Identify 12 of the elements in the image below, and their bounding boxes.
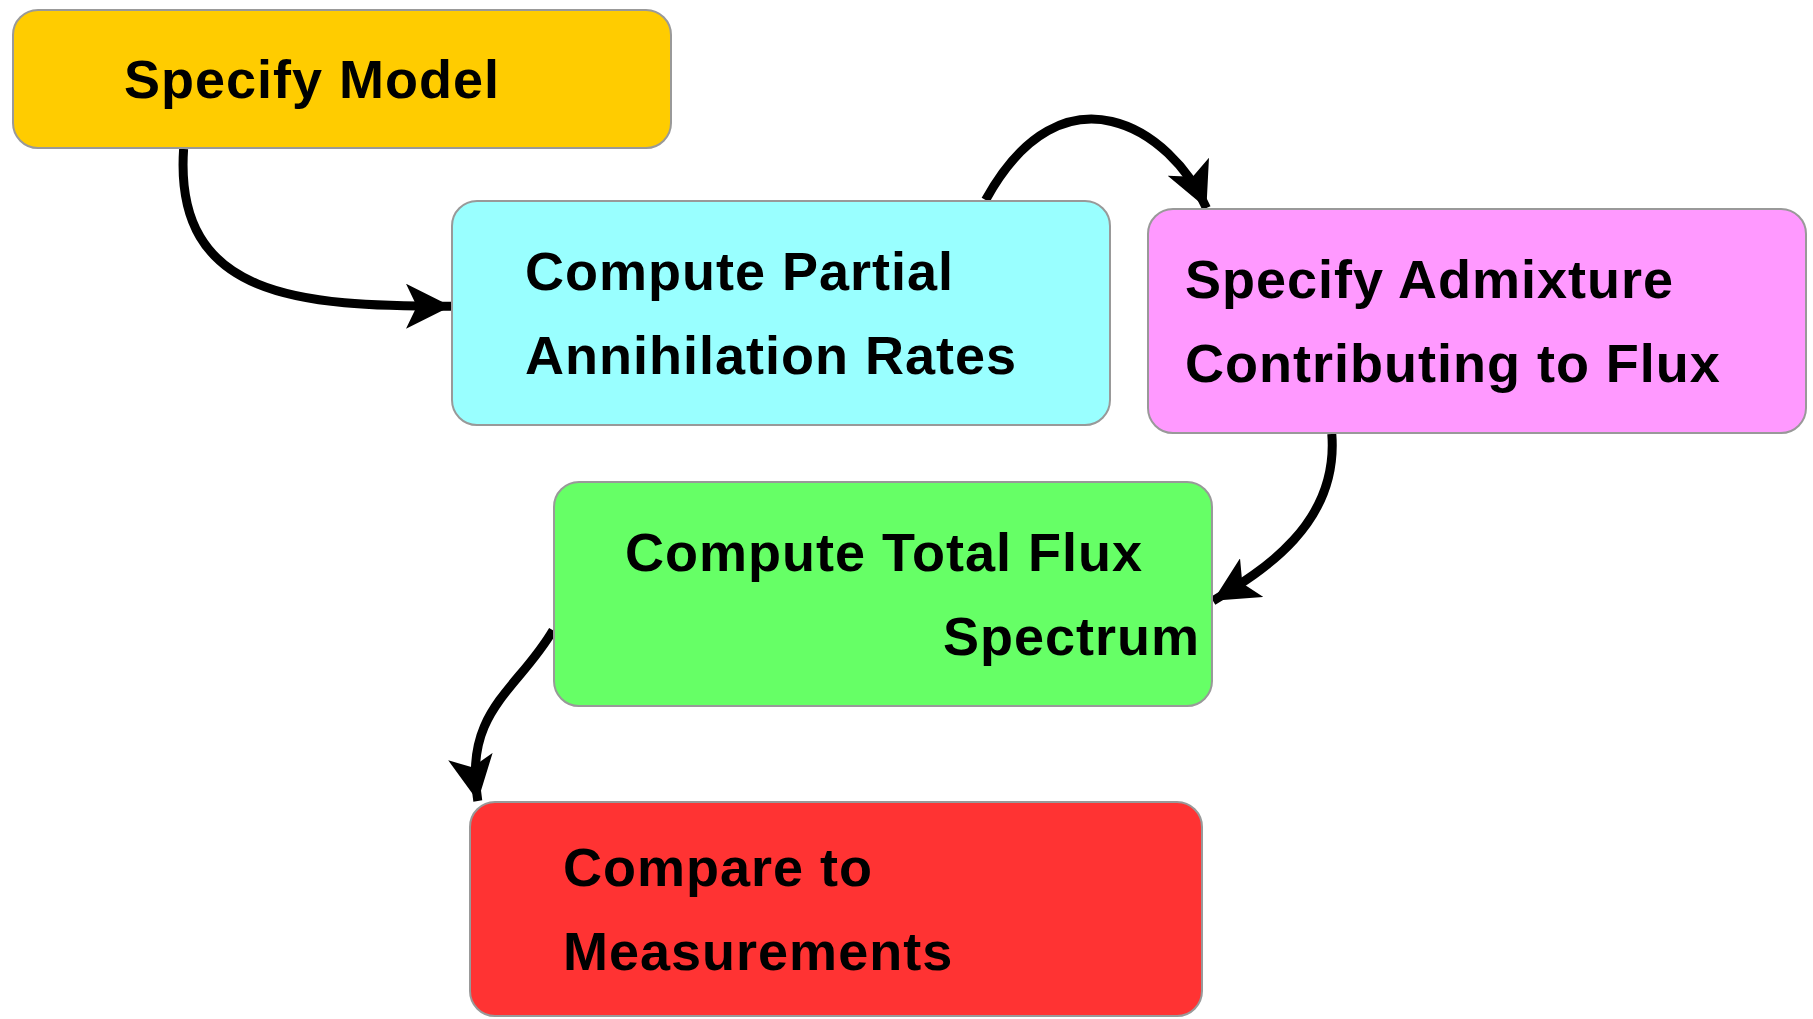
box-label: Specify Model bbox=[124, 48, 502, 111]
curved-arrow bbox=[981, 114, 1211, 211]
process-box bbox=[553, 481, 1213, 707]
box-label: Specify Admixture Contributing to Flux bbox=[1185, 248, 1722, 395]
curved-arrow bbox=[179, 148, 452, 329]
process-box bbox=[1147, 208, 1807, 434]
process-box bbox=[12, 9, 672, 149]
process-box bbox=[469, 801, 1203, 1017]
process-box bbox=[451, 200, 1111, 426]
box-label: Compute Total Flux Spectrum bbox=[625, 521, 1200, 668]
box-label: Compare to Measurements bbox=[563, 836, 955, 983]
box-label: Compute Partial Annihilation Rates bbox=[525, 240, 1019, 387]
